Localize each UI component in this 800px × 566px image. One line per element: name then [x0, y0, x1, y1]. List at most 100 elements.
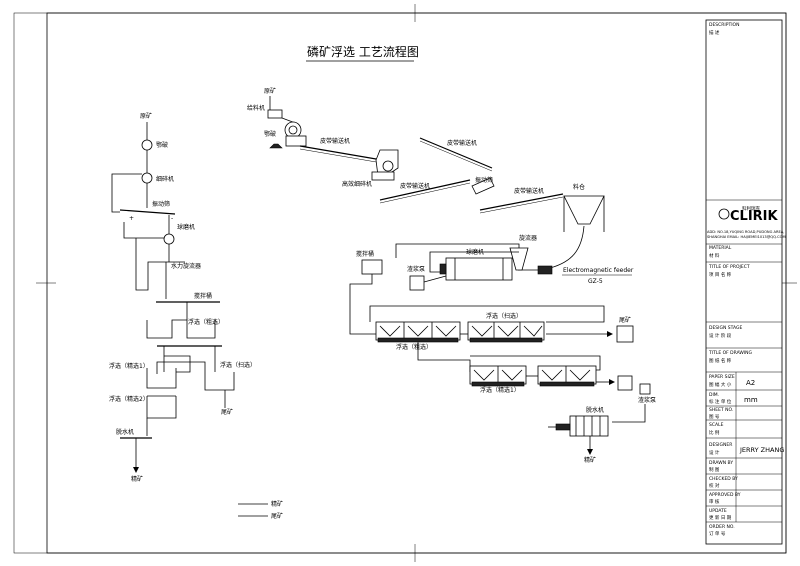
tb-logo-text: CLIRIK	[730, 209, 779, 224]
legend: 精矿 尾矿	[238, 500, 283, 520]
right-rougher-label: 浮选（粗选）	[396, 343, 432, 351]
right-slurry-pump1-label: 渣浆泵	[407, 265, 425, 273]
right-vibrating-screen	[471, 177, 495, 195]
tailings-box	[616, 325, 634, 343]
page-title: 磷矿浮选 工艺流程图	[307, 44, 419, 59]
left-hydrocyclone-label: 水力旋流器	[171, 262, 201, 270]
right-cyclone	[509, 247, 529, 271]
left-jaw-crusher-label: 鄂破	[156, 141, 168, 149]
right-cleaner1-label: 浮选（精选1）	[480, 386, 520, 394]
tb-dim-value: mm	[744, 396, 758, 404]
right-cyclone-label: 旋流器	[519, 234, 537, 242]
cleaner1-bank	[469, 365, 527, 387]
tb-project-label: TITLE OF PROJECT	[708, 264, 750, 270]
left-agitation-tank-label: 搅拌桶	[194, 292, 212, 300]
tb-description-cn: 描 述	[709, 29, 720, 36]
tb-material-label: MATERIAL	[709, 245, 732, 251]
right-belt2-label: 皮带输送机	[447, 139, 477, 147]
tb-designer-value: JERRY ZHANG	[739, 446, 784, 454]
tb-paper-size-value: A2	[746, 379, 755, 387]
tb-project-cn: 项 目 名 称	[709, 271, 732, 278]
tb-designer-label: DESIGNER	[709, 442, 732, 448]
tb-dim-label: DIM.	[709, 392, 719, 398]
left-fine-crusher-label: 细碎机	[156, 175, 174, 183]
right-agitator	[361, 259, 383, 275]
silo	[563, 195, 605, 225]
clirik-logo: CLIRIK 科利瑞克	[718, 205, 779, 224]
belt-conveyor-3	[379, 179, 471, 201]
right-belt3-label: 皮带输送机	[400, 182, 430, 190]
right-concentrate-label: 精矿	[584, 456, 596, 464]
left-ball-mill-label: 球磨机	[177, 223, 195, 231]
left-screen-plus: +	[129, 215, 134, 222]
right-raw-ore-label: 原矿	[264, 87, 276, 95]
tb-checked-label: CHECKED BY	[709, 476, 738, 482]
scavenger-bank	[467, 321, 545, 343]
right-belt1-label: 皮带输送机	[320, 137, 350, 145]
right-ball-mill	[445, 257, 513, 281]
tb-material-cn: 材 料	[709, 252, 720, 259]
left-fine-crusher	[141, 172, 153, 184]
left-rougher-label: 浮选（粗选）	[188, 318, 224, 326]
tb-address-2: SHANGHAI EMAIL: HAIJIEMEI1013@QQ.COM	[707, 235, 786, 239]
left-ball-mill	[163, 233, 175, 245]
left-raw-ore-label: 原矿	[140, 112, 152, 120]
tb-design-stage-label: DESIGN STAGE	[709, 325, 743, 331]
tb-logo-cn: 科利瑞克	[742, 205, 760, 212]
right-flowsheet: 原矿 给料机 鄂破 皮带输送机 高效细碎机 皮带输送机 皮带输送机 振动筛 皮带…	[247, 87, 656, 464]
left-scavenger-label: 浮选（扫选）	[220, 361, 256, 369]
left-vibrating-screen	[119, 209, 176, 215]
slurry-pump-1	[409, 275, 425, 291]
slurry-pump-2	[639, 383, 651, 395]
right-dewatering-label: 脱水机	[586, 406, 604, 414]
tb-drawing-title-label: TITLE OF DRAWING	[708, 350, 753, 356]
right-vibrating-screen-label: 振动筛	[475, 176, 493, 184]
right-slurry-pump2-label: 渣浆泵	[638, 396, 656, 404]
tb-drawn-cn: 制 图	[709, 466, 720, 473]
title-block: DESCRIPTION 描 述 CLIRIK 科利瑞克 ADD: NO.18,Y…	[705, 19, 786, 545]
tb-scale-cn: 比 例	[709, 429, 720, 436]
right-em-feeder-model: GZ-5	[588, 278, 603, 285]
tb-approved-label: APPROVED BY	[709, 492, 741, 498]
tb-update-cn: 更 新 日 期	[709, 514, 732, 521]
left-vibrating-screen-label: 振动筛	[152, 200, 170, 208]
tb-description-label: DESCRIPTION	[709, 22, 739, 28]
tb-approved-cn: 审 核	[709, 498, 720, 505]
tb-order-label: ORDER NO.	[709, 524, 735, 530]
left-screen-minus: -	[171, 215, 173, 222]
tb-dim-cn: 标 注 单 位	[709, 398, 732, 405]
electromagnetic-feeder	[537, 265, 553, 275]
left-concentrate-label: 精矿	[131, 475, 143, 483]
left-dewatering-label: 脱水机	[116, 428, 134, 436]
tb-checked-cn: 校 对	[709, 482, 720, 489]
right-silo-label: 料仓	[573, 183, 585, 191]
right-scavenger-label: 浮选（扫选）	[486, 312, 522, 320]
left-flowsheet: 原矿 鄂破 细碎机 振动筛 + - 球磨机 水力旋流器 搅拌桶 浮选（粗选）	[109, 112, 256, 483]
belt-conveyor-1	[299, 145, 383, 161]
tb-paper-size-cn: 图 幅 大 小	[709, 381, 732, 388]
tb-drawn-label: DRAWN BY	[709, 460, 733, 466]
right-jaw-crusher-label: 鄂破	[264, 130, 276, 138]
right-tailings-label: 尾矿	[619, 316, 631, 324]
belt-conveyor-4	[479, 193, 564, 211]
tb-paper-size-label: PAPER SIZE	[709, 374, 735, 380]
concentrate-box	[617, 375, 633, 391]
belt-conveyor-2	[419, 137, 493, 169]
tb-order-cn: 订 单 号	[709, 530, 726, 537]
left-jaw-crusher	[141, 139, 153, 151]
tb-update-label: UPDATE	[709, 508, 727, 514]
right-hammer-crusher-label: 高效细碎机	[342, 180, 372, 188]
legend-concentrate: 精矿	[271, 500, 283, 508]
tb-sheet-cn: 图 号	[709, 414, 720, 420]
tb-address-1: ADD: NO.18,YUQING ROAD,PUDONG AREA,	[707, 230, 784, 234]
right-belt4-label: 皮带输送机	[514, 187, 544, 195]
left-tailings-label: 尾矿	[221, 408, 233, 416]
right-em-feeder-label: Electromagnetic feeder	[563, 267, 634, 274]
tb-drawing-title-cn: 图 纸 名 称	[709, 357, 732, 364]
left-cleaner2-label: 浮选（精选2）	[109, 395, 149, 403]
right-feeder-label: 给料机	[247, 104, 265, 112]
feeder-machine	[267, 109, 283, 119]
cleaner2-bank	[537, 365, 597, 387]
rougher-bank	[375, 321, 461, 343]
